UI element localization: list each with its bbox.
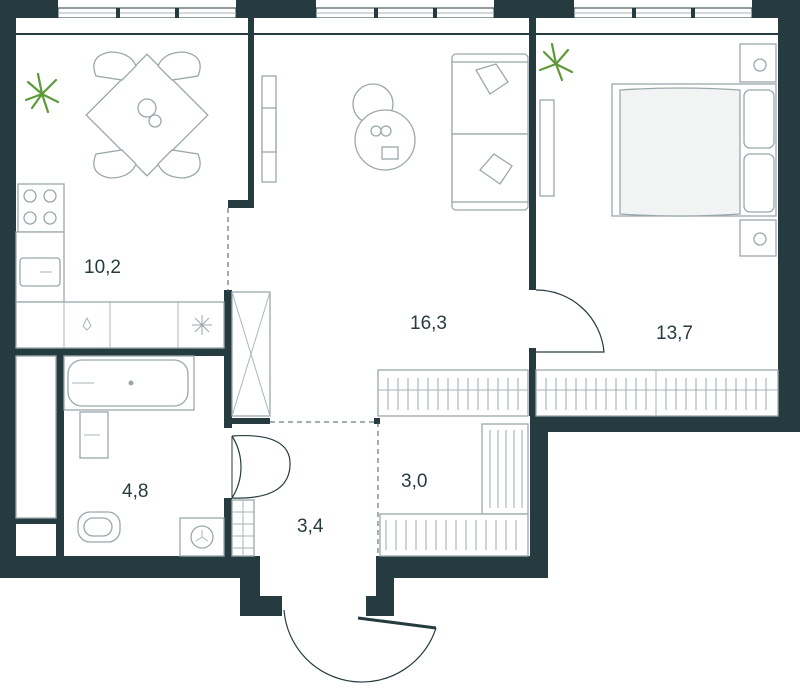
bathroom-area-label: 4,8 [122, 481, 148, 502]
washer-icon [179, 517, 225, 557]
living-room [231, 53, 605, 417]
bathroom [15, 355, 225, 557]
bedroom [535, 42, 779, 417]
kitchen [15, 51, 225, 349]
wardrobe [535, 369, 779, 417]
storage-area-label: 3,0 [401, 471, 427, 492]
toilet-icon [77, 511, 121, 543]
fan-icon [192, 315, 212, 335]
dining-table [85, 51, 209, 179]
walls [0, 0, 800, 616]
living-area-label: 16,3 [410, 313, 447, 334]
windows [16, 7, 778, 35]
bathtub-icon [63, 355, 195, 411]
hallway [231, 434, 437, 683]
stove-icon [17, 183, 65, 233]
area-labels: 10,2 16,3 13,7 4,8 3,4 3,0 [84, 257, 693, 537]
kitchen-area-label: 10,2 [84, 257, 121, 278]
tv-icon [261, 75, 277, 183]
sink-icon [19, 257, 61, 287]
shoe-rack [231, 499, 255, 557]
bed [611, 83, 777, 217]
plant-icon [24, 72, 60, 114]
hallway-area-label: 3,4 [297, 516, 324, 537]
sofa [451, 53, 529, 211]
nightstand-icon [739, 43, 777, 257]
sink-icon [79, 411, 109, 459]
plant-icon [538, 42, 574, 82]
storage-room [379, 423, 529, 557]
bedroom-area-label: 13,7 [656, 323, 693, 344]
openings [227, 208, 379, 556]
wardrobe [377, 369, 529, 417]
